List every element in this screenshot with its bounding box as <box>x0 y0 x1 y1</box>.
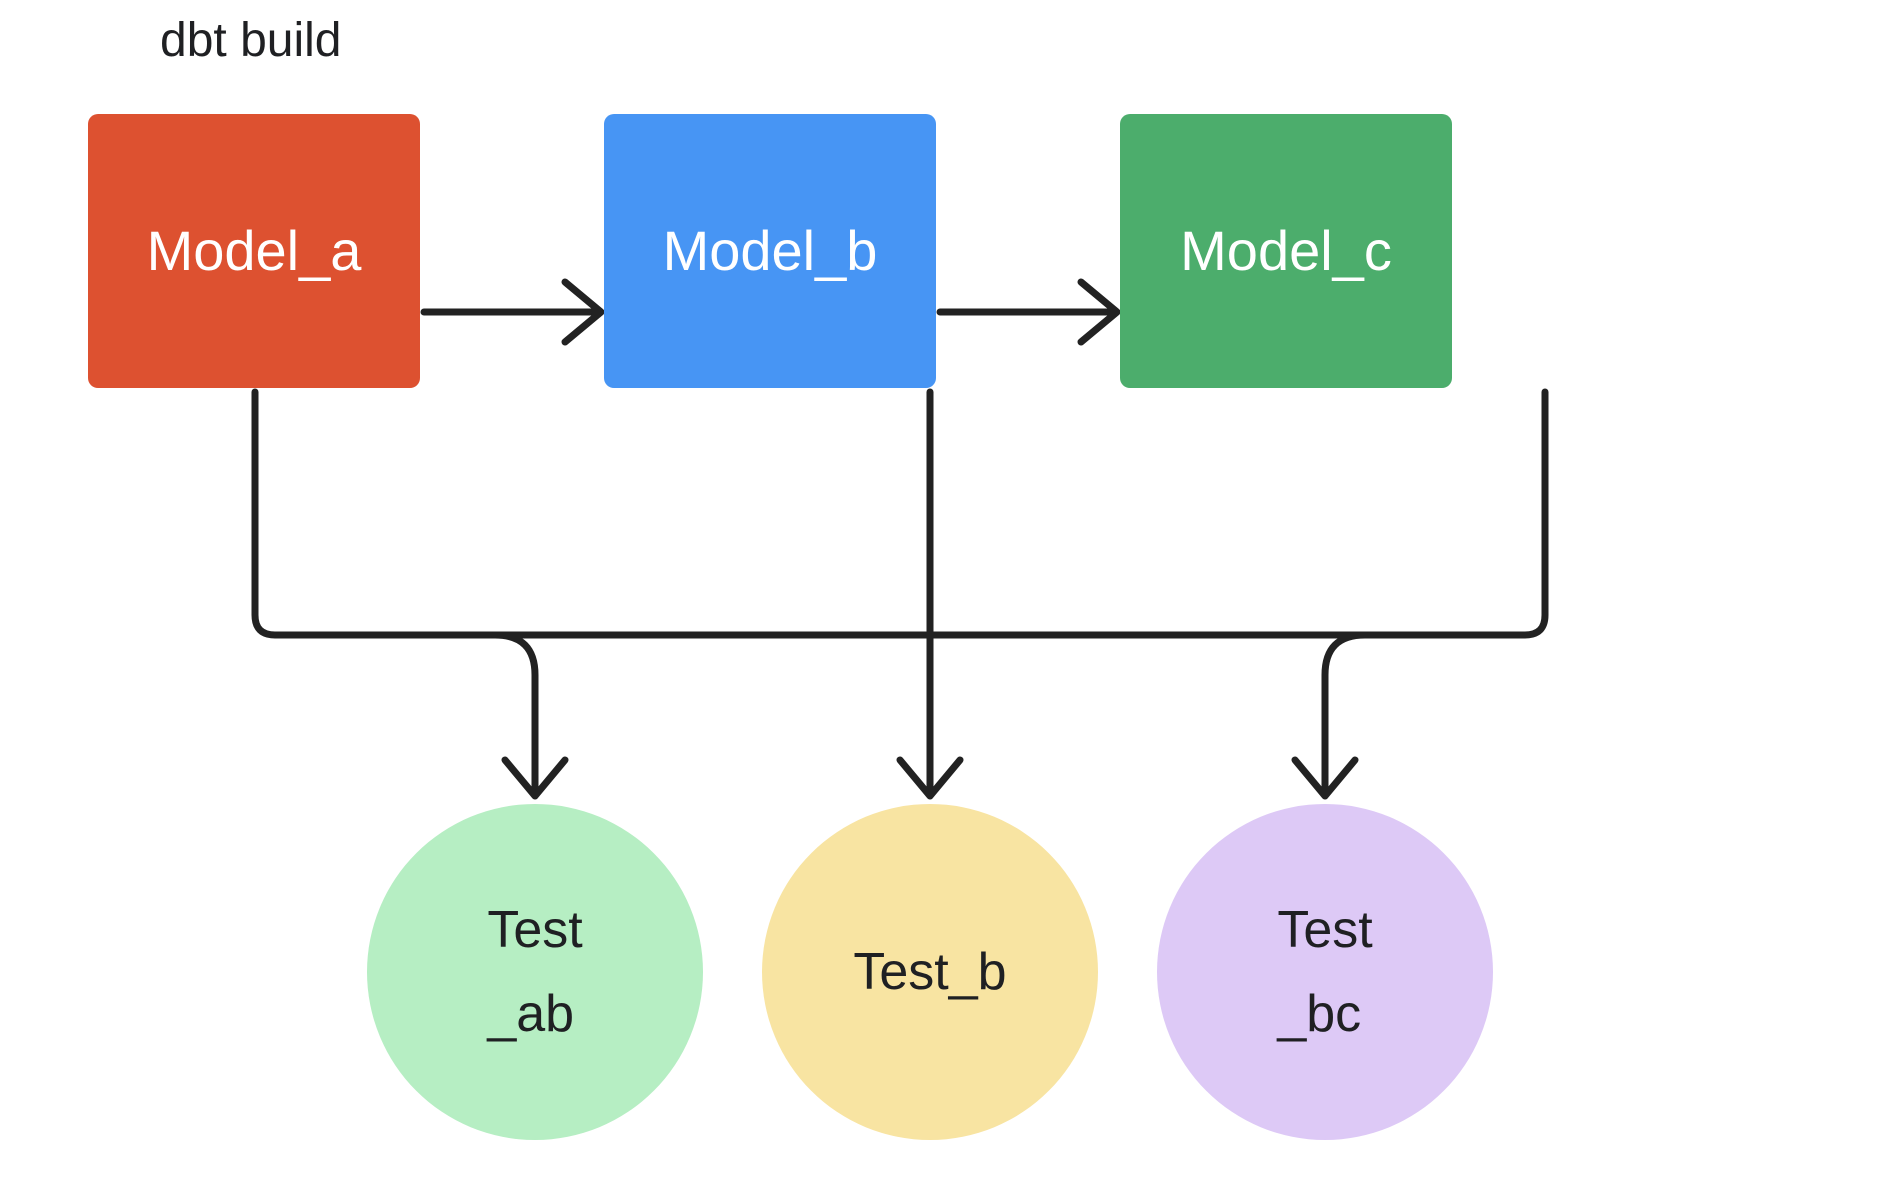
branch-to-test-ab <box>491 631 569 800</box>
page-title: dbt build <box>160 14 342 67</box>
node-test-ab[interactable]: Test _ab <box>367 804 703 1140</box>
node-test-bc[interactable]: Test _bc <box>1157 804 1493 1140</box>
edge-model-b-to-test-b <box>896 388 964 800</box>
branch-to-test-bc <box>1291 631 1369 800</box>
edge-model-c-to-test-bc <box>966 388 1549 639</box>
node-model-a[interactable]: Model_a <box>88 114 420 388</box>
node-model-c[interactable]: Model_c <box>1120 114 1452 388</box>
node-test-b[interactable]: Test_b <box>762 804 1098 1140</box>
node-label-model-c: Model_c <box>1180 219 1392 283</box>
node-model-b[interactable]: Model_b <box>604 114 936 388</box>
node-label-test-ab: Test _ab <box>487 900 583 1043</box>
node-label-test-bc: Test _bc <box>1277 900 1373 1043</box>
edge-model-b-to-model-c <box>936 278 1121 346</box>
node-label-test-b: Test_b <box>853 942 1007 1001</box>
node-label-model-b: Model_b <box>662 219 878 283</box>
edge-model-a-to-model-b <box>420 278 605 346</box>
node-label-model-a: Model_a <box>146 219 362 283</box>
edge-model-a-to-test-ab <box>251 388 1214 639</box>
